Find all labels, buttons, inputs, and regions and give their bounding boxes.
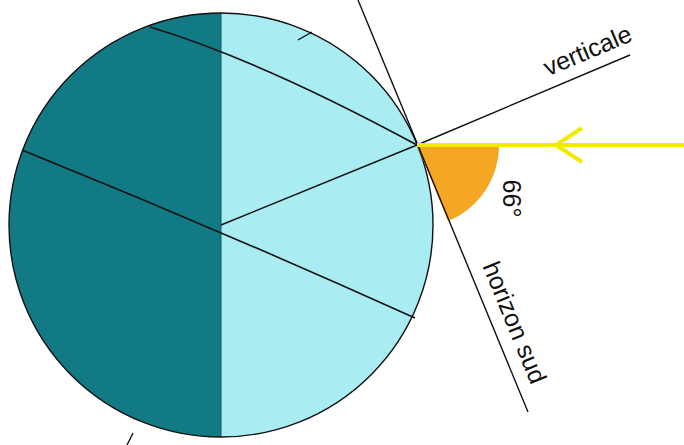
globe-night-side — [9, 13, 221, 437]
angle-sector — [417, 145, 499, 221]
horizon-label: horizon sud — [479, 257, 551, 386]
axis-tick — [127, 433, 133, 445]
globe-day-side — [9, 13, 433, 437]
globe-outline — [9, 13, 433, 437]
vertical-line — [417, 55, 630, 145]
angle-label: 66° — [500, 179, 525, 217]
vertical-label: verticale — [540, 20, 635, 79]
sun-ray — [417, 143, 684, 147]
ray-arrowhead — [556, 128, 582, 162]
horizon-line — [358, 0, 528, 412]
equator-line — [22, 150, 415, 318]
radius-line — [221, 145, 417, 225]
